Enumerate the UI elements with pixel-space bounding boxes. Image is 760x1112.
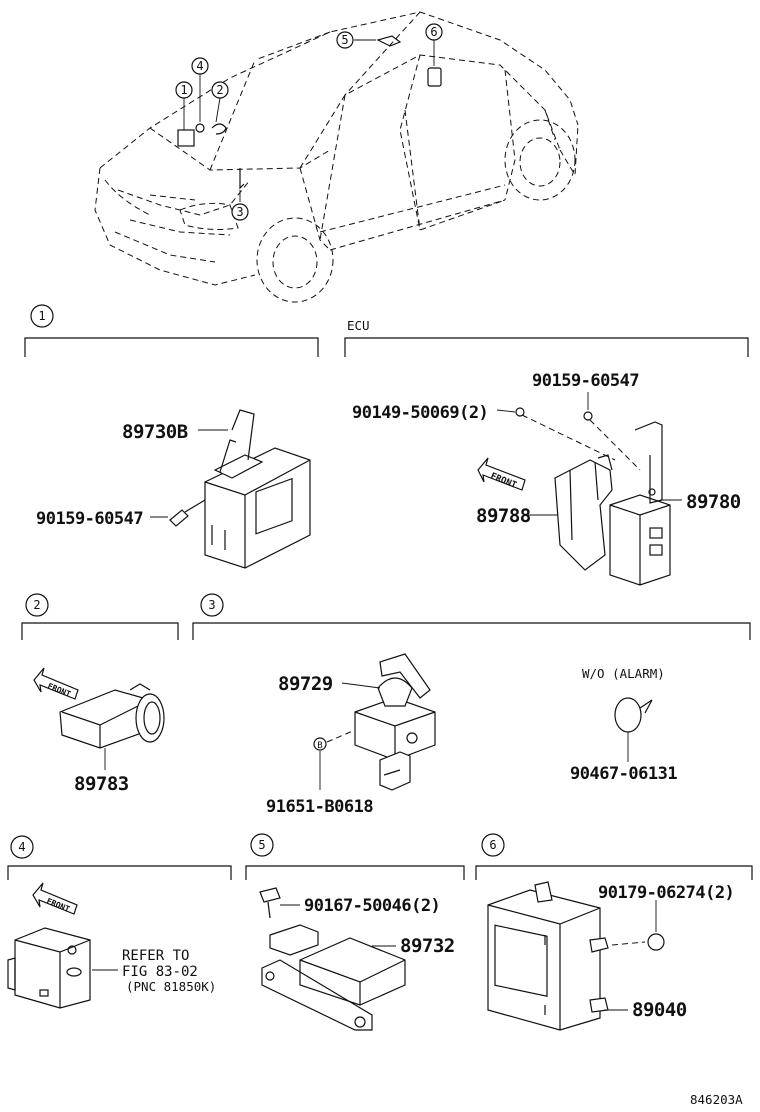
section-1: 1 89730B 90159-60547 bbox=[24, 304, 319, 569]
front-arrow-icon: FRONT bbox=[32, 882, 78, 915]
svg-text:6: 6 bbox=[489, 838, 496, 852]
module-89732-illustration bbox=[261, 924, 406, 1031]
overview-part-3-switch bbox=[239, 168, 245, 190]
section-ecu: ECU 90159-60547 90149-50069(2) 89780 897… bbox=[344, 318, 749, 586]
overview-part-5-module bbox=[376, 35, 402, 47]
svg-text:5: 5 bbox=[341, 33, 348, 47]
bullet-b-icon: B bbox=[313, 737, 327, 751]
callout-4: 4 bbox=[191, 57, 209, 75]
part-89783-label: 89783 bbox=[74, 773, 129, 795]
part-89788-label: 89788 bbox=[476, 505, 531, 527]
car-illustration: 1 4 2 3 5 6 bbox=[94, 11, 579, 303]
section-1-bracket bbox=[24, 337, 319, 357]
refer-line-1: REFER TO bbox=[122, 948, 189, 964]
part-90467-06131-label: 90467-06131 bbox=[570, 764, 677, 784]
part-90159-60547-label: 90159-60547 bbox=[36, 509, 143, 529]
front-arrow-icon: FRONT bbox=[477, 457, 526, 491]
bracket-89788-illustration bbox=[554, 454, 613, 571]
bolt-90159-illustration bbox=[169, 499, 206, 527]
section-2-bracket bbox=[21, 622, 179, 640]
svg-text:2: 2 bbox=[33, 598, 40, 612]
part-91651-b0618-label: 91651-B0618 bbox=[266, 797, 373, 817]
overview-part-4-switch bbox=[195, 123, 205, 133]
section-5: 5 90167-50046(2) 89732 bbox=[245, 833, 465, 1031]
section-4: 4 FRONT REFER TO FIG 83-02 (PNC 81850K) bbox=[7, 835, 232, 1009]
part-89732-label: 89732 bbox=[400, 935, 455, 957]
callout-3: 3 bbox=[231, 203, 249, 221]
svg-text:1: 1 bbox=[38, 309, 45, 323]
svg-text:B: B bbox=[317, 741, 322, 751]
section-5-bracket bbox=[245, 865, 465, 880]
callout-1: 1 bbox=[175, 81, 193, 99]
overview-callouts: 1 4 2 3 5 6 bbox=[175, 23, 443, 221]
screw-icon bbox=[515, 407, 525, 417]
section-3-note: W/O (ALARM) bbox=[582, 666, 665, 681]
section-6: 6 90179-06274(2) 89040 bbox=[475, 833, 753, 1031]
svg-text:6: 6 bbox=[430, 25, 437, 39]
switch-89729-illustration bbox=[354, 653, 436, 791]
figure-code: 846203A bbox=[690, 1092, 743, 1107]
ecu-89780-illustration bbox=[609, 421, 671, 586]
sensor-89783-illustration bbox=[59, 683, 165, 749]
callout-2: 2 bbox=[211, 81, 229, 99]
ecu-89730b-illustration bbox=[204, 409, 311, 569]
callout-6: 6 bbox=[425, 23, 443, 41]
svg-text:4: 4 bbox=[196, 59, 203, 73]
section-6-bracket bbox=[475, 865, 753, 880]
front-arrow-icon: FRONT bbox=[33, 667, 79, 700]
section-3-bracket bbox=[192, 622, 751, 640]
section-2: 2 FRONT 89783 bbox=[21, 593, 179, 795]
part-89780-label: 89780 bbox=[686, 491, 741, 513]
bolt-90167-illustration bbox=[259, 887, 281, 919]
section-ecu-bracket bbox=[344, 337, 749, 357]
refer-line-3: (PNC 81850K) bbox=[126, 979, 216, 994]
nut-90179-illustration bbox=[611, 933, 665, 951]
callout-5: 5 bbox=[336, 31, 354, 49]
svg-text:1: 1 bbox=[180, 83, 187, 97]
part-90179-06274-label: 90179-06274(2) bbox=[598, 883, 734, 903]
svg-text:4: 4 bbox=[18, 840, 25, 854]
overview-part-1-ecu bbox=[177, 129, 195, 147]
part-89040-label: 89040 bbox=[632, 999, 687, 1021]
refer-line-2: FIG 83-02 bbox=[122, 964, 198, 980]
svg-text:2: 2 bbox=[216, 83, 223, 97]
section-4-bracket bbox=[7, 865, 232, 880]
part-90167-50046-label: 90167-50046(2) bbox=[304, 896, 440, 916]
part-89729-label: 89729 bbox=[278, 673, 333, 695]
plug-90467-illustration bbox=[614, 697, 653, 733]
svg-text:3: 3 bbox=[208, 598, 215, 612]
part-90159-60547-ecu-label: 90159-60547 bbox=[532, 371, 639, 391]
screw-icon bbox=[583, 411, 593, 421]
overview-part-2-sensor bbox=[211, 123, 227, 135]
section-ecu-title: ECU bbox=[347, 318, 370, 333]
siren-89040-illustration bbox=[487, 881, 609, 1031]
overview-part-6-siren bbox=[427, 67, 442, 87]
section-3: 3 89729 B 91651-B0618 W/O (ALARM) 90467-… bbox=[192, 593, 751, 817]
switch-panel-illustration bbox=[7, 927, 91, 1009]
svg-text:3: 3 bbox=[236, 205, 243, 219]
svg-text:5: 5 bbox=[258, 838, 265, 852]
part-90149-50069-label: 90149-50069(2) bbox=[352, 403, 488, 423]
part-89730b-label: 89730B bbox=[122, 421, 188, 443]
